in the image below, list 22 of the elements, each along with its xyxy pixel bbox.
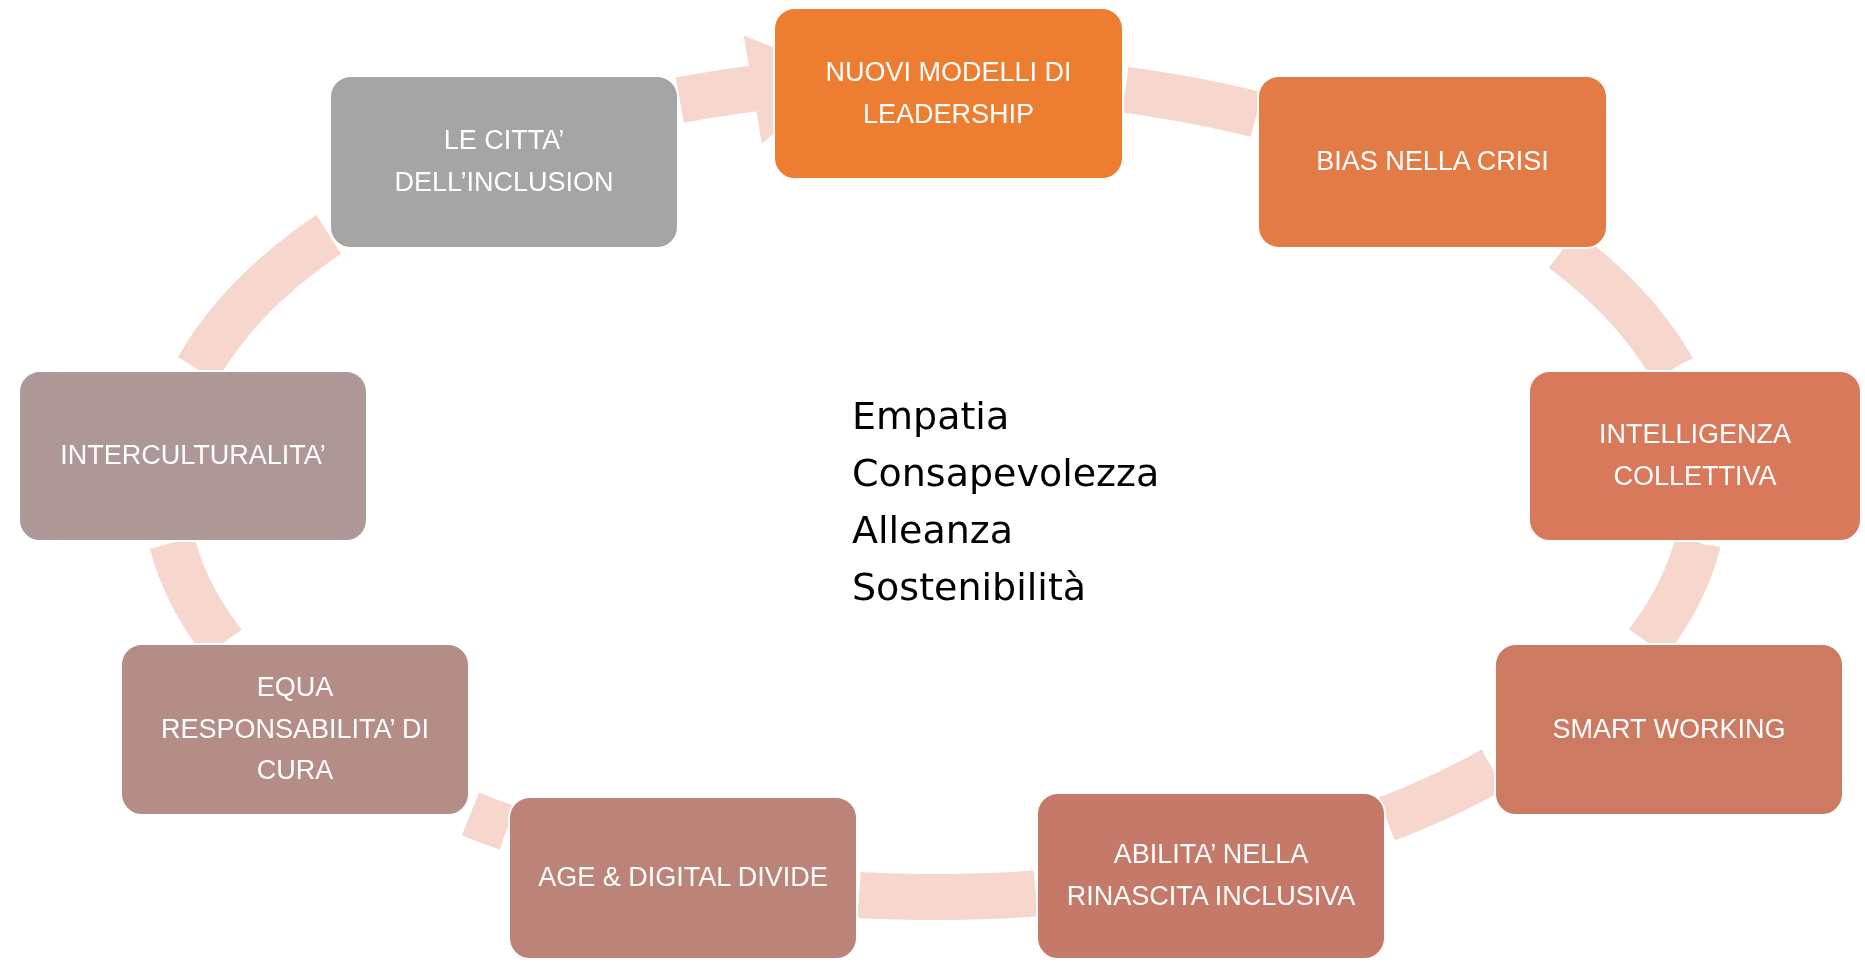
topic-box [120,643,470,816]
topic-box [1036,792,1386,960]
topic-label: INTERCULTURALITA’ [60,439,326,473]
topic-box [1257,75,1608,249]
topic-box [1494,643,1844,816]
topic-label: LE CITTA’ DELL’INCLUSION [393,124,615,199]
topic-label: INTELLIGENZA COLLETTIVA [1597,418,1792,493]
topic-box [329,75,679,249]
topic-label: EQUA RESPONSABILITA’ DI CURA [159,670,431,788]
value-word: Consapevolezza [852,450,1160,497]
topic-label: NUOVI MODELLI DI LEADERSHIP [824,55,1073,131]
value-word: Sostenibilità [852,564,1088,611]
value-word: Empatia [852,393,1011,440]
topic-label: AGE & DIGITAL DIVIDE [538,861,828,895]
topic-box [1528,370,1862,542]
value-word: Alleanza [852,507,1015,554]
topic-box [773,7,1124,180]
topic-box [508,796,858,960]
topic-label: ABILITA’ NELLA RINASCITA INCLUSIVA [1065,838,1357,913]
topic-label: BIAS NELLA CRISI [1316,145,1549,179]
topic-box [18,370,368,542]
topic-label: SMART WORKING [1552,712,1786,746]
